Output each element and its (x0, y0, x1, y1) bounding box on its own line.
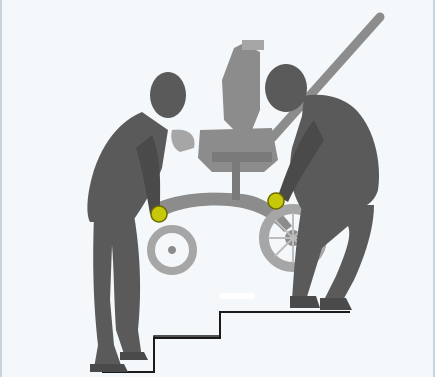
right-helper-head (265, 64, 307, 112)
chair-strut (232, 160, 240, 200)
grip-point-marker-right (268, 193, 284, 209)
left-helper-head (150, 72, 186, 118)
right-helper-shoes (290, 296, 352, 310)
chair-backrest (222, 42, 260, 132)
left-helper-figure (87, 72, 186, 372)
step-highlight (220, 293, 254, 299)
grip-point-marker-left (151, 206, 167, 222)
front-wheel (151, 229, 193, 271)
right-helper-legs (292, 205, 374, 304)
stairs-outline (144, 312, 350, 372)
chair-armrest (212, 152, 272, 162)
right-helper-figure (265, 64, 379, 310)
chair-headrest (242, 40, 264, 50)
chair-footrest (171, 130, 194, 152)
left-helper-legs (93, 215, 142, 368)
